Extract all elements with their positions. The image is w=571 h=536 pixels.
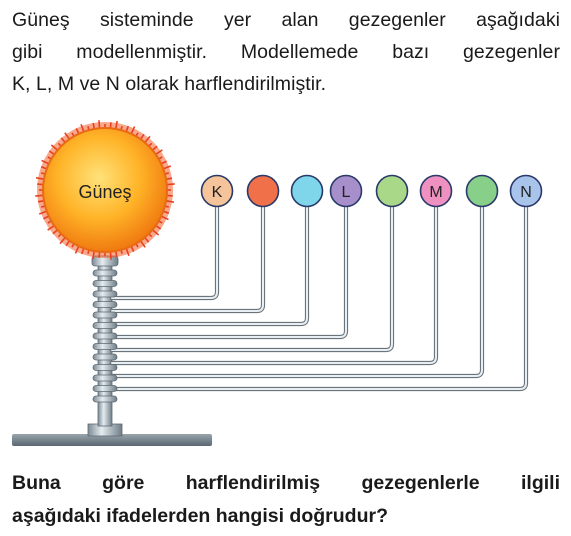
planet-arm-highlight xyxy=(111,205,218,299)
pole-collar xyxy=(92,290,118,298)
pole-collars xyxy=(92,269,118,403)
planet-arm-highlight xyxy=(111,205,264,312)
intro-line-3: K, L, M ve N olarak harflendirilmiştir. xyxy=(12,73,327,95)
question-intro: Güneş sisteminde yer alan gezegenler aşa… xyxy=(12,4,560,100)
pole-collar xyxy=(92,353,118,361)
pole-collar xyxy=(92,332,118,340)
pole-collar xyxy=(92,269,118,277)
stand-base xyxy=(12,434,212,446)
planet-arm-highlight xyxy=(111,205,393,351)
pole-collar xyxy=(92,301,118,308)
planet-label: K xyxy=(212,184,223,201)
planet-label: N xyxy=(520,184,532,201)
planet-k xyxy=(200,174,234,208)
planet-arm-highlight xyxy=(111,205,527,390)
planet-arm-highlight xyxy=(111,205,308,325)
planet-n xyxy=(509,174,543,208)
intro-line-2: gibi modellenmiştir. Modellemede bazı ge… xyxy=(12,41,560,63)
sun: Güneş xyxy=(35,120,175,260)
solar-system-model: Güneş K L M N xyxy=(12,120,543,446)
question-line-1: Buna göre harflendirilmiş gezegenlerle i… xyxy=(12,472,560,494)
pole-collar xyxy=(92,385,118,392)
planet-l xyxy=(329,174,363,208)
planet-unlabeled-5 xyxy=(375,174,409,208)
planet-label: M xyxy=(429,184,442,201)
planet-arm-highlight xyxy=(111,205,483,377)
sun-body xyxy=(42,127,168,253)
planet-arm xyxy=(109,204,439,366)
pole-collar xyxy=(92,374,118,382)
planet-arms xyxy=(109,204,529,392)
pole-collar xyxy=(92,311,118,319)
planet-arm-highlight xyxy=(111,205,437,364)
pole-collar xyxy=(92,364,118,371)
planet-unlabeled-7 xyxy=(465,174,499,208)
sun-label: Güneş xyxy=(78,182,131,202)
intro-line-1: Güneş sisteminde yer alan gezegenler aşa… xyxy=(12,9,560,31)
planet-unlabeled-2 xyxy=(246,174,280,208)
question-stem: Buna göre harflendirilmiş gezegenlerle i… xyxy=(12,467,560,533)
planet-unlabeled-3 xyxy=(290,174,324,208)
question-line-2: aşağıdaki ifadelerden hangisi doğrudur? xyxy=(12,505,388,527)
planet-arm-highlight xyxy=(111,205,347,338)
pole-collar xyxy=(92,280,118,287)
planet-m xyxy=(419,174,453,208)
pole-collar xyxy=(92,395,118,403)
pole-collar xyxy=(92,322,118,329)
planets: K L M N xyxy=(200,174,543,208)
pole-collar xyxy=(92,343,118,350)
planet-label: L xyxy=(342,184,351,201)
